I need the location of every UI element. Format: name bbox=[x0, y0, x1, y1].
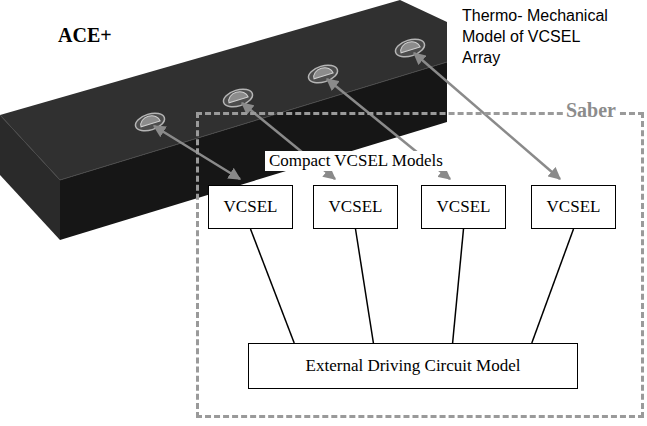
array-block bbox=[0, 0, 447, 240]
box-label: VCSEL bbox=[437, 197, 491, 217]
model-caption: Thermo- Mechanical Model of VCSEL Array bbox=[462, 6, 612, 68]
vcsel-model-box: VCSEL bbox=[531, 185, 616, 229]
simulator-region: SaberCompact VCSEL ModelsVCSELVCSELVCSEL… bbox=[196, 112, 644, 418]
group-heading: Compact VCSEL Models bbox=[265, 151, 447, 171]
vcsel-model-box: VCSEL bbox=[313, 185, 398, 229]
circuit-wire bbox=[453, 229, 464, 343]
circuit-wire bbox=[532, 229, 574, 343]
box-label: VCSEL bbox=[224, 197, 278, 217]
tool-label: ACE+ bbox=[58, 24, 112, 47]
box-label: External Driving Circuit Model bbox=[306, 356, 521, 376]
vcsel-emitters bbox=[133, 36, 426, 134]
region-title: Saber bbox=[563, 99, 619, 122]
coupling-arrows bbox=[154, 53, 560, 179]
circuit-wire bbox=[251, 229, 295, 343]
vcsel-model-box: VCSEL bbox=[208, 185, 293, 229]
driver-circuit-box: External Driving Circuit Model bbox=[248, 343, 578, 389]
box-label: VCSEL bbox=[547, 197, 601, 217]
vcsel-model-box: VCSEL bbox=[421, 185, 506, 229]
circuit-wire bbox=[356, 229, 374, 343]
box-label: VCSEL bbox=[329, 197, 383, 217]
